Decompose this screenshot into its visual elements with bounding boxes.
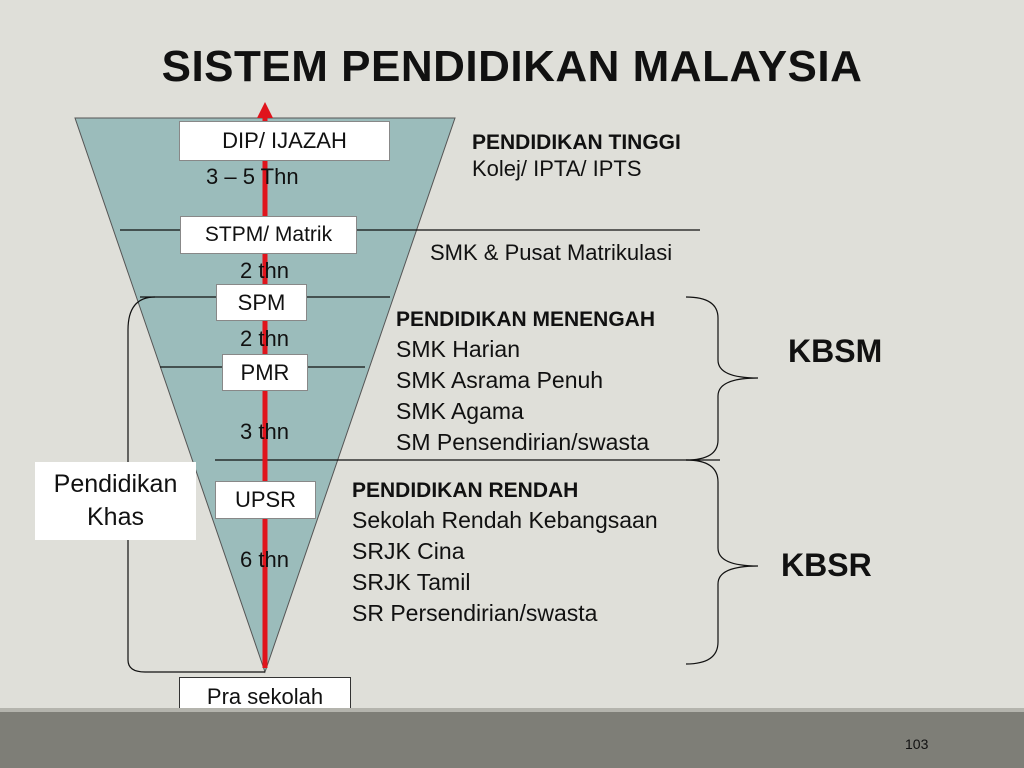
- box-upsr: UPSR: [215, 481, 316, 519]
- box-spm: SPM: [216, 284, 307, 321]
- pre-university-label: SMK & Pusat Matrikulasi: [430, 240, 673, 265]
- menengah-block: PENDIDIKAN MENENGAH SMK Harian SMK Asram…: [396, 306, 655, 458]
- kbsm-label: KBSM: [788, 333, 883, 369]
- tinggi-sub: Kolej/ IPTA/ IPTS: [472, 156, 642, 181]
- khas-line-1: Pendidikan: [53, 470, 178, 498]
- box-pmr-label: PMR: [240, 360, 290, 385]
- box-pra-sekolah-label: Pra sekolah: [206, 684, 324, 709]
- rendah-block: PENDIDIKAN RENDAH Sekolah Rendah Kebangs…: [352, 477, 658, 629]
- box-stpm-matrik: STPM/ Matrik: [180, 216, 357, 254]
- kbsm-brace: [685, 296, 759, 461]
- duration-rendah: 6 thn: [240, 547, 289, 572]
- duration-spm: 2 thn: [240, 326, 289, 351]
- kbsr-label: KBSR: [781, 547, 872, 583]
- rendah-item: SRJK Cina: [352, 538, 465, 564]
- tinggi-heading: PENDIDIKAN TINGGI: [472, 131, 681, 154]
- duration-stpm: 2 thn: [240, 258, 289, 283]
- box-pmr: PMR: [222, 354, 308, 391]
- box-pendidikan-khas: Pendidikan Khas: [35, 462, 196, 540]
- khas-line-2: Khas: [87, 503, 144, 531]
- rendah-item: SRJK Tamil: [352, 569, 471, 595]
- footer-stripe: [0, 708, 1024, 714]
- menengah-heading: PENDIDIKAN MENENGAH: [396, 308, 656, 331]
- box-spm-label: SPM: [237, 290, 286, 315]
- box-stpm-matrik-label: STPM/ Matrik: [204, 223, 333, 246]
- footer-band: [0, 712, 1024, 768]
- page-number: 103: [905, 736, 929, 752]
- menengah-item: SM Pensendirian/swasta: [396, 429, 650, 455]
- box-dip-ijazah-label: DIP/ IJAZAH: [222, 128, 347, 153]
- rendah-item: Sekolah Rendah Kebangsaan: [352, 507, 658, 533]
- kbsr-brace: [685, 459, 759, 665]
- box-dip-ijazah: DIP/ IJAZAH: [179, 121, 390, 161]
- menengah-item: SMK Asrama Penuh: [396, 367, 604, 393]
- tinggi-block: PENDIDIKAN TINGGI Kolej/ IPTA/ IPTS: [472, 130, 681, 183]
- duration-tinggi: 3 – 5 Thn: [206, 164, 299, 189]
- rendah-heading: PENDIDIKAN RENDAH: [352, 479, 579, 502]
- menengah-item: SMK Agama: [396, 398, 524, 424]
- menengah-item: SMK Harian: [396, 336, 520, 362]
- progression-arrow-head: [257, 102, 273, 118]
- khas-bracket: [127, 296, 265, 673]
- rendah-item: SR Persendirian/swasta: [352, 600, 598, 626]
- box-upsr-label: UPSR: [234, 487, 297, 512]
- page-title: SISTEM PENDIDIKAN MALAYSIA: [161, 42, 863, 91]
- duration-pmr: 3 thn: [240, 419, 289, 444]
